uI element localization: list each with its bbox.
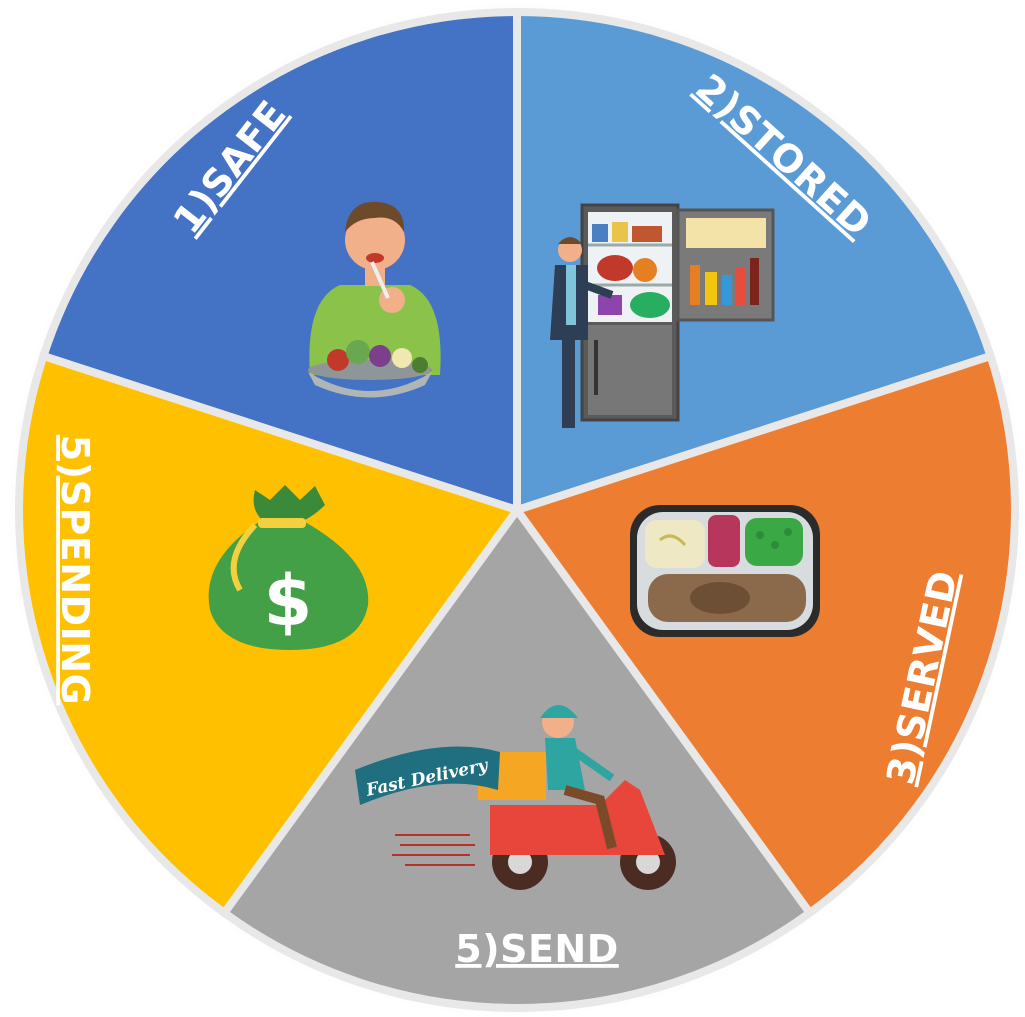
dollar-sign: $ [264, 560, 313, 642]
person-eating-salad-icon [308, 201, 441, 398]
delivery-scooter-icon: Fast Delivery [355, 705, 676, 890]
segment-label-send: 5)SEND [455, 927, 618, 971]
segment-label-spending: 5)SPENDING [53, 435, 97, 705]
open-refrigerator-icon [550, 203, 775, 428]
tv-dinner-tray-icon [630, 505, 820, 637]
money-bag-icon: $ [208, 485, 369, 650]
segment-safe[interactable] [38, 7, 521, 516]
speed-lines [392, 834, 475, 866]
